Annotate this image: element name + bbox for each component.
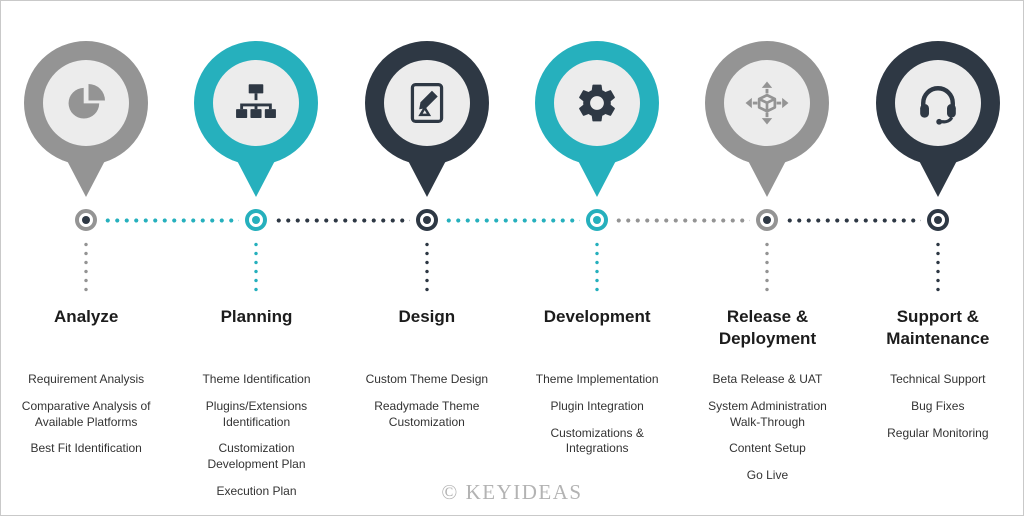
stage-title: Analyze [54, 307, 119, 326]
timeline-node [586, 209, 609, 231]
stage-item: Go Live [746, 468, 789, 483]
timeline-node [245, 209, 268, 231]
gear-icon [574, 80, 620, 126]
stage-items: Requirement Analysis Comparative Analysi… [15, 372, 157, 468]
map-pin [24, 41, 149, 197]
stage-release-deployment: Release & Deployment Beta Release & UAT … [682, 1, 852, 515]
dotted-connector [254, 240, 259, 294]
pin-circle [194, 41, 319, 165]
stage-item: System Administration Walk-Through [708, 398, 827, 429]
pin-circle [364, 41, 489, 165]
stage-item: Theme Implementation [535, 372, 659, 386]
stage-item: Customization Development Plan [207, 441, 306, 472]
stage-title: Design [398, 307, 456, 326]
stage-item: Customizations & Integrations [550, 425, 644, 456]
stage-item: Comparative Analysis of Available Platfo… [21, 398, 151, 429]
stage-item: Bug Fixes [911, 398, 965, 413]
stage-item: Regular Monitoring [887, 425, 989, 440]
stage-items: Theme Implementation Plugin Integration … [526, 372, 668, 468]
stage-development: Development Theme Implementation Plugin … [512, 1, 682, 515]
pin-circle [24, 41, 149, 165]
stage-item: Theme Identification [202, 372, 311, 386]
timeline-node [756, 209, 779, 231]
headset-icon [915, 80, 961, 126]
timeline-node [926, 209, 949, 231]
stage-item: Beta Release & UAT [712, 372, 823, 386]
dotted-connector [84, 240, 89, 294]
stage-item: Content Setup [729, 441, 806, 456]
stage-title: Support & Maintenance [886, 307, 990, 349]
pin-circle [535, 41, 660, 165]
map-pin [875, 41, 1000, 197]
dotted-connector [935, 240, 940, 294]
watermark: © KEYIDEAS [441, 480, 583, 504]
stage-items: Technical Support Bug Fixes Regular Moni… [887, 372, 988, 452]
stage-item: Readymade Theme Customization [374, 398, 480, 429]
timeline-node [75, 209, 98, 231]
design-document-icon [404, 80, 450, 126]
map-pin [535, 41, 660, 197]
pin-circle [875, 41, 1000, 165]
stage-planning: Planning Theme Identification Plugins/Ex… [171, 1, 341, 515]
stage-item: Plugin Integration [550, 398, 644, 413]
stage-item: Technical Support [890, 372, 986, 386]
map-pin [194, 41, 319, 197]
stage-title: Development [543, 307, 651, 326]
dotted-connector [765, 240, 770, 294]
map-pin [364, 41, 489, 197]
stage-support-maintenance: Support & Maintenance Technical Support … [853, 1, 1023, 515]
stage-item: Requirement Analysis [28, 372, 145, 386]
stage-item: Execution Plan [216, 484, 297, 499]
dotted-connector [595, 240, 600, 294]
timeline-node [415, 209, 438, 231]
stage-items: Custom Theme Design Readymade Theme Cust… [356, 372, 498, 441]
stage-items: Theme Identification Plugins/Extensions … [185, 372, 327, 511]
stage-analyze: Analyze Requirement Analysis Comparative… [1, 1, 171, 515]
stage-title: Planning [220, 307, 293, 326]
stage-item: Custom Theme Design [365, 372, 489, 386]
stage-design: Design Custom Theme Design Readymade The… [342, 1, 512, 515]
stage-item: Best Fit Identification [30, 441, 142, 456]
stage-item: Plugins/Extensions Identification [205, 398, 308, 429]
stage-items: Beta Release & UAT System Administration… [696, 372, 838, 495]
dotted-connector [424, 240, 429, 294]
pin-circle [705, 41, 830, 165]
sitemap-icon [233, 80, 279, 126]
stage-title: Release & Deployment [718, 307, 817, 349]
pie-chart-icon [63, 80, 109, 126]
deploy-cube-arrows-icon [744, 80, 790, 126]
map-pin [705, 41, 830, 197]
